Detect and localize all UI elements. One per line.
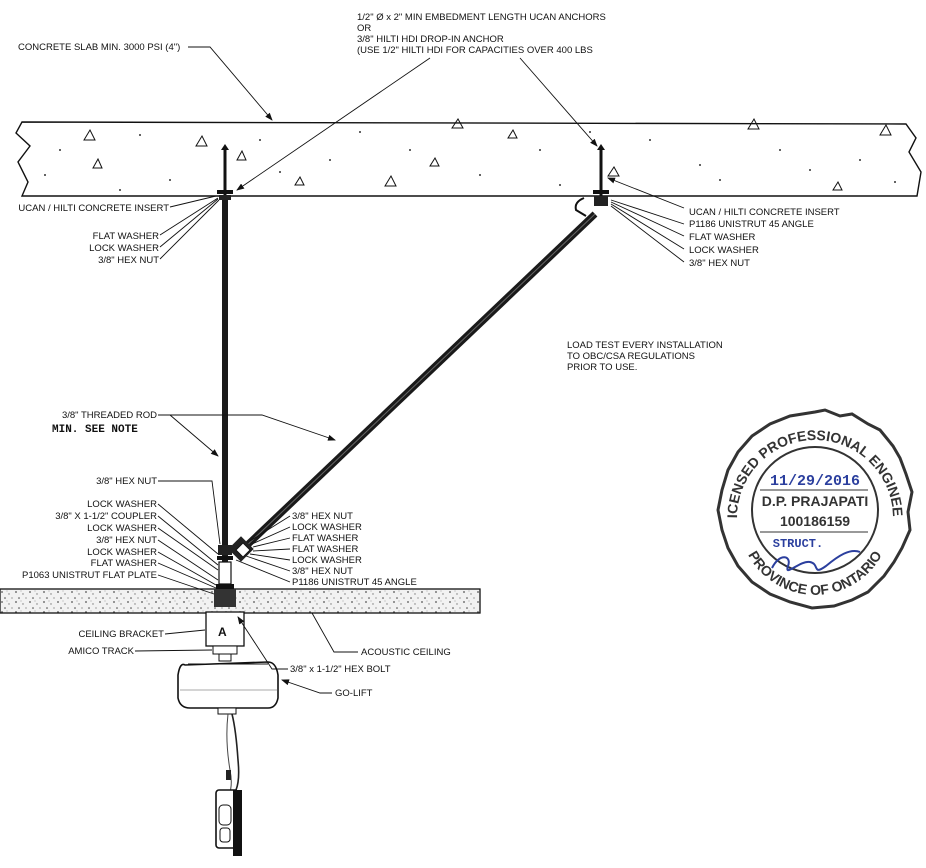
left-bottom-label-5: LOCK WASHER [87,547,157,558]
right-top-label-1: P1186 UNISTRUT 45 ANGLE [689,219,814,230]
right-anchor [574,144,609,217]
diagonal-threaded-rod [238,211,598,554]
left-bottom-label-0: 3/8" HEX NUT [96,476,157,487]
svg-text:3/8" x 1-1/2" HEX BOLT: 3/8" x 1-1/2" HEX BOLT [290,664,391,675]
mid-bottom-label-3: FLAT WASHER [292,544,358,555]
right-top-label-2: FLAT WASHER [689,232,755,243]
mid-bottom-label-0: 3/8" HEX NUT [292,511,353,522]
left-bottom-label-3: LOCK WASHER [87,523,157,534]
ceiling-bracket: A [205,611,245,662]
concrete-slab [15,117,922,197]
stamp-name: D.P. PRAJAPATI [762,493,869,509]
left-top-label-3: 3/8" HEX NUT [98,255,159,266]
left-bottom-label-6: FLAT WASHER [91,558,157,569]
right-top-label-0: UCAN / HILTI CONCRETE INSERT [689,207,840,218]
right-top-callouts: UCAN / HILTI CONCRETE INSERT P1186 UNIST… [607,177,840,269]
left-top-label-1: FLAT WASHER [93,231,159,242]
mid-bottom-label-4: LOCK WASHER [292,555,362,566]
stamp-signature [771,550,861,572]
left-bottom-label-4: 3/8" HEX NUT [96,535,157,546]
stamp-number: 100186159 [780,513,850,529]
acoustic-ceiling [0,588,481,614]
mid-bottom-label-2: FLAT WASHER [292,533,358,544]
ceiling-callouts: CEILING BRACKET AMICO TRACK ACOUSTIC CEI… [68,612,451,699]
left-bottom-callouts: 3/8" HEX NUT LOCK WASHER 3/8" X 1-1/2" C… [22,476,221,595]
vertical-threaded-rod [222,200,228,585]
left-top-label-2: LOCK WASHER [89,243,159,254]
left-bottom-label-2: 3/8" X 1-1/2" COUPLER [55,511,157,522]
load-test-line-2: TO OBC/CSA REGULATIONS [567,351,695,362]
left-top-callouts: UCAN / HILTI CONCRETE INSERT FLAT WASHER… [18,195,220,266]
anchor-spec-line-4: (USE 1/2" HILTI HDI FOR CAPACITIES OVER … [357,45,593,56]
anchor-spec-line-1: 1/2" Ø x 2" MIN EMBEDMENT LENGTH UCAN AN… [357,12,606,23]
left-bottom-label-1: LOCK WASHER [87,499,157,510]
svg-text:GO-LIFT: GO-LIFT [335,688,373,699]
svg-text:ACOUSTIC CEILING: ACOUSTIC CEILING [361,647,451,658]
mid-bottom-label-6: P1186 UNISTRUT 45 ANGLE [292,577,417,588]
anchor-spec-line-3: 3/8" HILTI HDI DROP-IN ANCHOR [357,34,504,45]
anchor-spec-note: 1/2" Ø x 2" MIN EMBEDMENT LENGTH UCAN AN… [236,12,606,191]
concrete-slab-label: CONCRETE SLAB MIN. 3000 PSI (4") [18,42,273,121]
threaded-rod-callout: 3/8" THREADED ROD MIN. SEE NOTE [52,410,336,457]
right-top-label-3: LOCK WASHER [689,245,759,256]
go-lift-unit [177,661,279,856]
svg-text:AMICO TRACK: AMICO TRACK [68,646,134,657]
mid-bottom-label-5: 3/8" HEX NUT [292,566,353,577]
load-test-line-1: LOAD TEST EVERY INSTALLATION [567,340,723,351]
mid-bottom-callouts: 3/8" HEX NUT LOCK WASHER FLAT WASHER FLA… [235,511,417,588]
svg-text:MIN. SEE NOTE: MIN. SEE NOTE [52,424,138,436]
svg-text:CEILING BRACKET: CEILING BRACKET [78,629,164,640]
svg-text:CONCRETE SLAB MIN. 3000 PSI (4: CONCRETE SLAB MIN. 3000 PSI (4") [18,42,180,53]
mid-bottom-label-1: LOCK WASHER [292,522,362,533]
anchor-spec-line-2: OR [357,23,371,34]
right-top-label-4: 3/8" HEX NUT [689,258,750,269]
load-test-line-3: PRIOR TO USE. [567,362,637,373]
stamp-date: 11/29/2016 [770,473,860,490]
left-anchor [217,144,233,200]
stamp-handwritten: STRUCT. [773,537,823,551]
svg-text:3/8" THREADED ROD: 3/8" THREADED ROD [62,410,157,421]
lower-hardware-stack [214,536,254,607]
left-bottom-label-7: P1063 UNISTRUT FLAT PLATE [22,570,157,581]
load-test-note: LOAD TEST EVERY INSTALLATION TO OBC/CSA … [567,340,723,373]
left-top-label-0: UCAN / HILTI CONCRETE INSERT [18,203,169,214]
svg-text:A: A [218,625,227,639]
